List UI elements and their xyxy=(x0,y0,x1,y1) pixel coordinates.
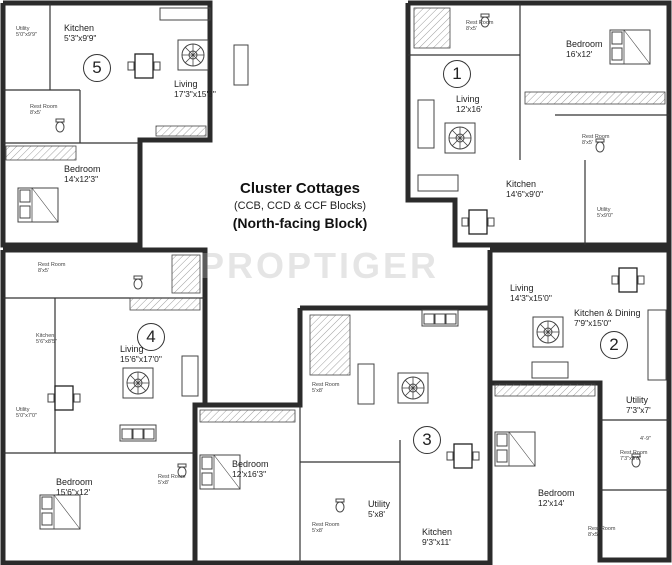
unit-number-1: 1 xyxy=(443,60,471,88)
u3-restroom-1: Rest Room 5'x8' xyxy=(312,382,340,395)
title-main: Cluster Cottages xyxy=(239,180,361,197)
u4-restroom: Rest Room 8'x5' xyxy=(38,262,66,275)
title-blocks: (CCB, CCD & CCF Blocks) xyxy=(233,200,366,212)
u1-bedroom: Bedroom 16'x12' xyxy=(566,39,603,59)
u1-utility: Utility 5'x9'0" xyxy=(597,207,613,220)
u2-restroom-b: Rest Room 8'x5' xyxy=(588,526,616,539)
unit-1-walls xyxy=(405,0,672,248)
u3-utility: Utility 5'x8' xyxy=(368,499,390,519)
u3-bedroom-1: Bedroom 12'x16'3" xyxy=(232,459,269,479)
unit-5-walls xyxy=(0,0,213,248)
u2-dimension-note: 4'-9" xyxy=(640,436,651,442)
plan-title: Cluster Cottages (CCB, CCD & CCF Blocks)… xyxy=(210,180,390,231)
unit-number-3: 3 xyxy=(413,426,441,454)
unit-number-5: 5 xyxy=(83,54,111,82)
u5-kitchen: Kitchen 5'3"x9'9" xyxy=(64,23,97,43)
u2-living: Living 14'3"x15'0" xyxy=(510,283,552,303)
u4-bedroom: Bedroom 15'6"x12' xyxy=(56,477,93,497)
u3-bedroom-2: Bedroom 12'x14' xyxy=(538,488,575,508)
u5-bedroom: Bedroom 14'x12'3" xyxy=(64,164,101,184)
u4-restroom-b: Rest Room 5'x8' xyxy=(158,474,186,487)
u2-restroom: Rest Room 7'3"x6'6" xyxy=(620,450,648,463)
u1-living: Living 12'x16' xyxy=(456,94,483,114)
u4-utility: Utility 5'0"x7'0" xyxy=(16,407,37,420)
u4-living: Living 15'6"x17'0" xyxy=(120,344,162,364)
u2-kitchen: Kitchen & Dining 7'9"x15'0" xyxy=(574,308,641,328)
title-orientation: (North-facing Block) xyxy=(232,215,368,231)
u5-living: Living 17'3"x15'3" xyxy=(174,79,216,99)
unit-number-4: 4 xyxy=(137,323,165,351)
u1-restroom: Rest Room 8'x5' xyxy=(582,134,610,147)
u5-utility: Utility 5'0"x9'9" xyxy=(16,26,37,39)
unit-number-2: 2 xyxy=(600,331,628,359)
u1-restroom-top: Rest Room 8'x5' xyxy=(466,20,494,33)
u4-kitchen: Kitchen 5'6"x8'5" xyxy=(36,333,57,346)
u3-kitchen: Kitchen 9'3"x11' xyxy=(422,527,453,547)
u5-restroom: Rest Room 8'x5' xyxy=(30,104,58,117)
unit-4-walls xyxy=(0,247,208,565)
u3-restroom-2: Rest Room 5'x8' xyxy=(312,522,340,535)
u1-kitchen: Kitchen 14'6"x9'0" xyxy=(506,179,544,199)
u2-utility: Utility 7'3"x7' xyxy=(626,395,651,415)
watermark: PROPTIGER xyxy=(200,245,440,286)
